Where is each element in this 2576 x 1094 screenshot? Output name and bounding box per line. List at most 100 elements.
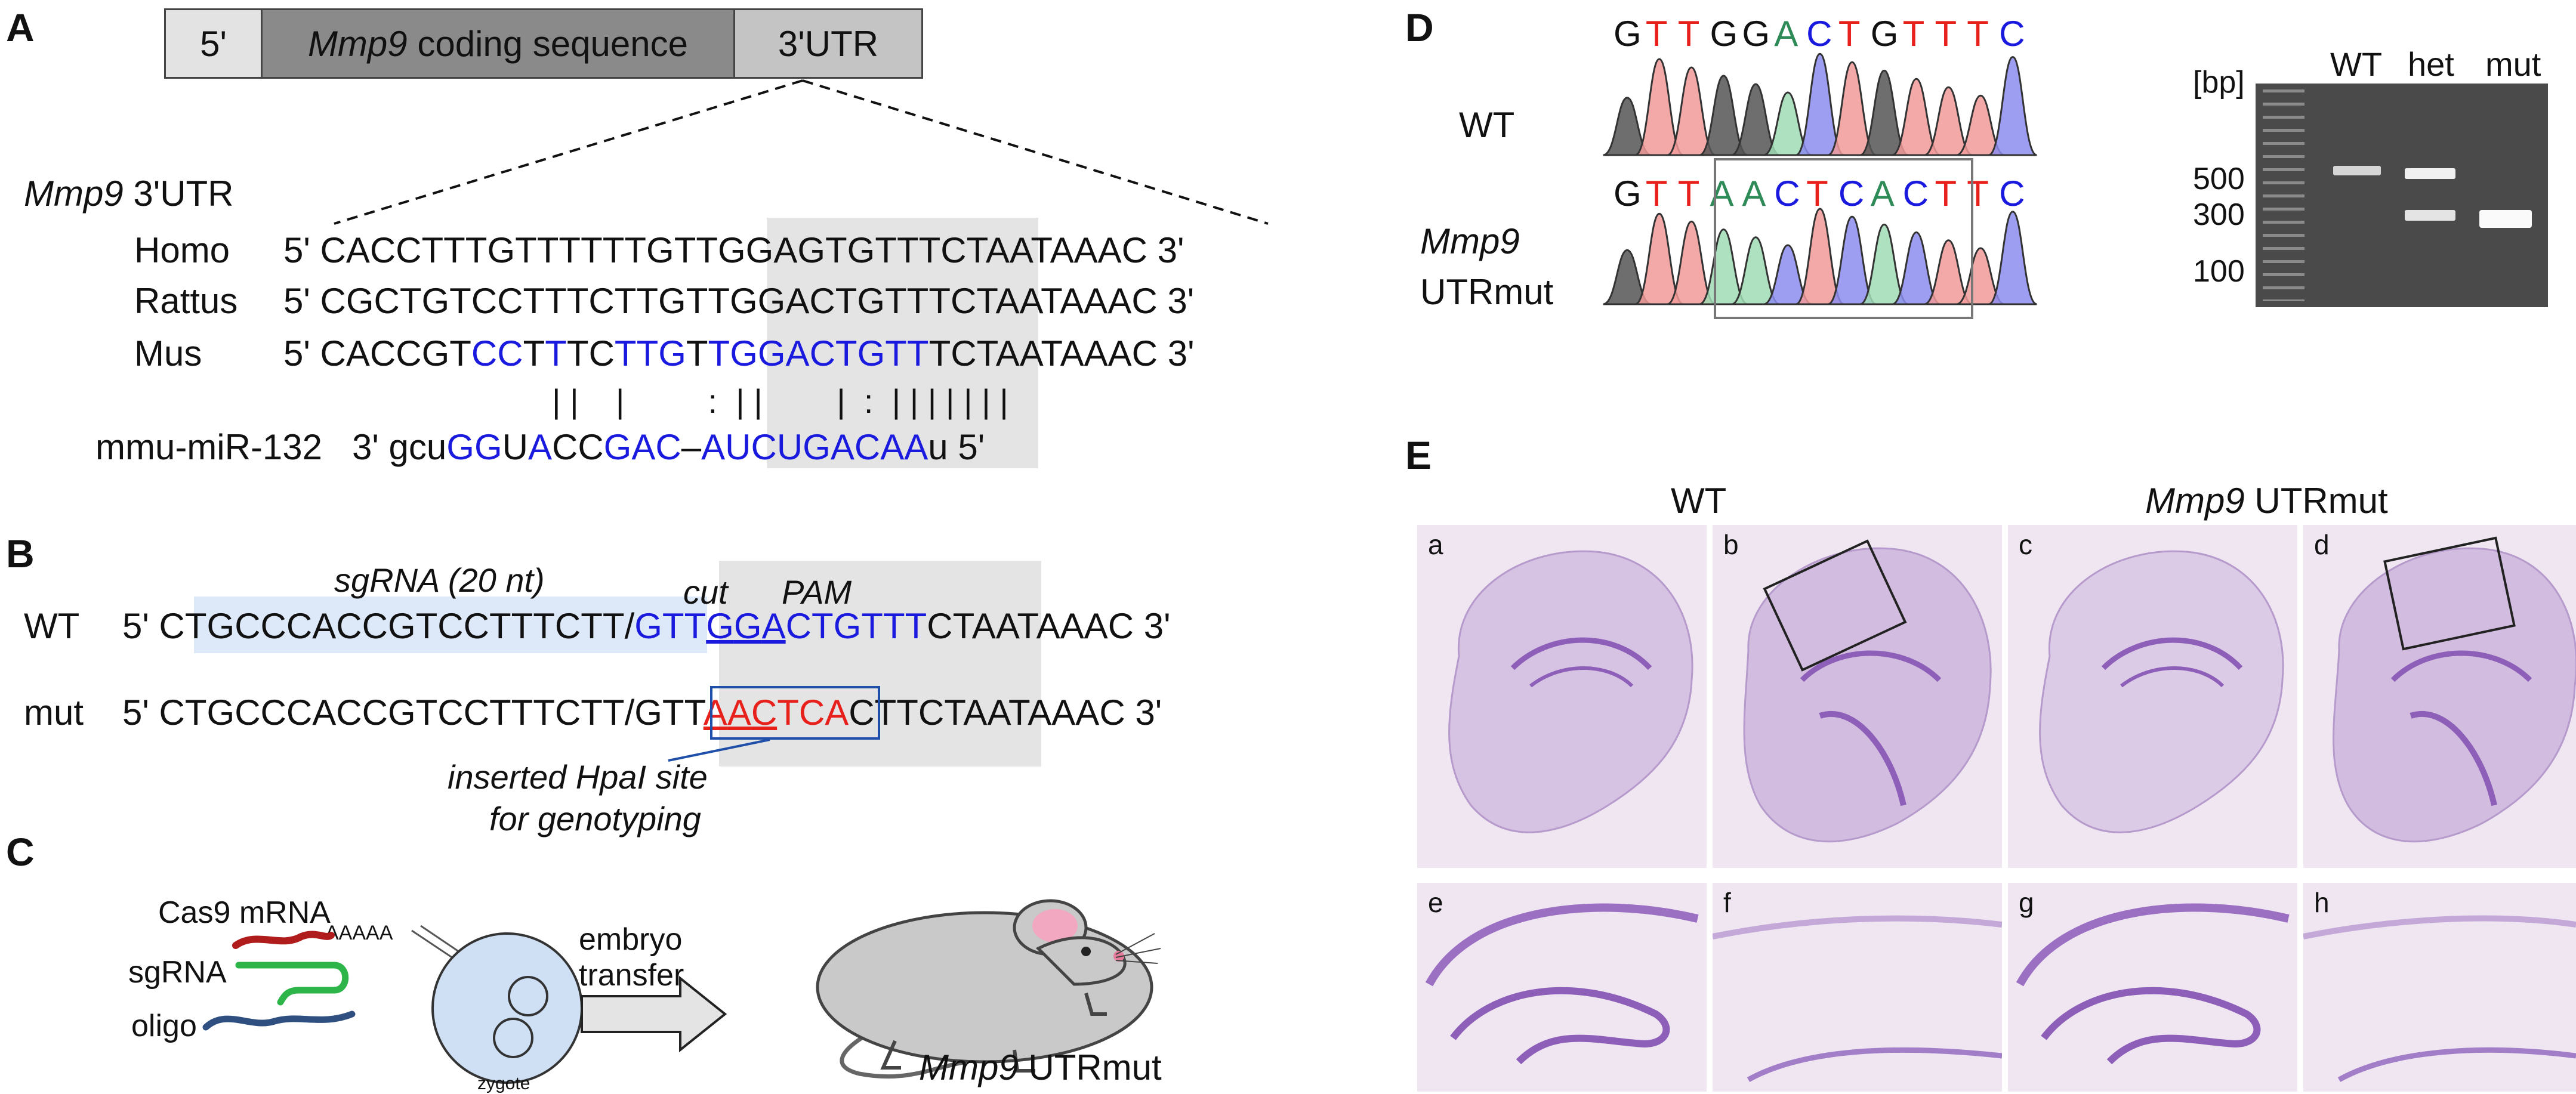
base-call: T — [1677, 174, 1700, 214]
ladder-lane — [2263, 89, 2304, 301]
gel-unit: [bp] — [2193, 65, 2245, 100]
band-mut-300 — [2479, 210, 2532, 228]
panel-c-letter: C — [6, 830, 35, 874]
base-call: A — [1774, 14, 1798, 54]
base-call: T — [1806, 174, 1828, 214]
base-call: T — [1677, 14, 1700, 54]
coding-sequence-box: Mmp9 coding sequence — [261, 8, 735, 79]
cortex-icon — [2303, 915, 2576, 1082]
pam-label: PAM — [782, 573, 852, 611]
tile-c: c — [2008, 525, 2297, 868]
base-call: G — [1614, 174, 1642, 214]
base-call: C — [1999, 174, 2025, 214]
seed-region-shade-b — [719, 561, 1041, 767]
gel-image — [2256, 84, 2548, 307]
polya-label: AAAAA — [325, 922, 393, 944]
base-call: A — [1870, 174, 1895, 214]
base-call: T — [1967, 174, 1989, 214]
tile-f: f — [1713, 883, 2002, 1092]
chromatogram-peak — [1988, 211, 2038, 305]
brain-section-icon — [1448, 550, 1693, 833]
base-call: T — [1645, 174, 1668, 214]
mut-sequence-text: 5' CTGCCCACCGTCCTTTCTT/GTTAACTCACTTCTAAT… — [122, 693, 1162, 733]
panel-a-letter: A — [6, 5, 35, 50]
panel-b-letter: B — [6, 531, 35, 576]
cortex-icon — [1713, 915, 2002, 1082]
base-call: T — [1838, 14, 1861, 54]
hpai-note-line2: for genotyping — [489, 800, 701, 838]
zygote-label: zygote — [477, 1074, 530, 1093]
oligo-label: oligo — [131, 1009, 197, 1043]
tile-d: d — [2303, 525, 2576, 868]
brain-section-icon — [1743, 539, 1992, 843]
mut-sequence: 5' CTGCCCACCGTCCTTTCTT/GTTAACTCACTTCTAAT… — [122, 692, 1162, 733]
sgrna-highlight — [194, 597, 707, 653]
base-call: C — [1999, 14, 2025, 54]
band-het-500 — [2405, 168, 2455, 179]
hippocampus-icon — [2016, 903, 2290, 1065]
hpai-site-box — [710, 686, 880, 740]
d-wt-label: WT — [1459, 105, 1515, 145]
base-call: C — [1774, 174, 1800, 214]
embryo-label: embryo — [579, 922, 683, 957]
hippocampus-icon — [1425, 903, 1699, 1065]
base-call: G — [1742, 14, 1770, 54]
utr-title: Mmp9 3'UTR — [24, 174, 234, 214]
mirna-sequence: 3' gcuGGUACCGAC–AUCUGACAAu 5' — [352, 427, 985, 468]
mut-chromatogram — [1603, 208, 2038, 305]
seed-region-shade-a — [767, 218, 1038, 468]
hpai-note-line1: inserted HpaI site — [448, 758, 708, 796]
base-call: C — [1838, 174, 1865, 214]
utr-box-label: 3'UTR — [778, 23, 879, 64]
panel-e-letter: E — [1405, 433, 1432, 477]
wt-row-label: WT — [24, 606, 80, 646]
base-call: T — [1935, 174, 1957, 214]
panel-d-letter: D — [1405, 5, 1434, 50]
band-het-300 — [2405, 210, 2455, 221]
mut-row-label: mut — [24, 693, 84, 733]
brain-section-icon — [2039, 550, 2284, 833]
transfer-label: transfer — [579, 958, 684, 993]
base-call: G — [1710, 14, 1738, 54]
base-call: G — [1614, 14, 1642, 54]
base-call: T — [1645, 14, 1668, 54]
gel-marker-300: 300 — [2193, 197, 2245, 232]
base-call: G — [1870, 14, 1899, 54]
wt-sequence: 5' CTGCCCACCGTCCTTTCTT/GTTGGACTGTTTCTAAT… — [122, 605, 1171, 647]
tile-a: a — [1417, 525, 1707, 868]
gel-marker-500: 500 — [2193, 162, 2245, 196]
five-prime-label: 5' — [200, 23, 227, 64]
mirna-sequence-text: 3' gcuGGUACCGAC–AUCUGACAAu 5' — [352, 427, 985, 467]
d-mut-label-gene: Mmp9 — [1420, 221, 1520, 261]
gel-lane-mut: mut — [2485, 45, 2541, 83]
coding-gene-label: Mmp9 — [307, 23, 408, 64]
species-rattus: Rattus — [134, 281, 238, 321]
mirna-name: mmu-miR-132 — [95, 427, 323, 467]
base-call: C — [1902, 174, 1929, 214]
e-col-mut: Mmp9 UTRmut — [2145, 481, 2388, 521]
sgrna-c-label: sgRNA — [128, 955, 227, 990]
five-prime-box: 5' — [164, 8, 263, 79]
coding-rest-label: coding sequence — [407, 23, 689, 64]
chromatogram-peak — [1988, 55, 2038, 156]
sgrna-label: sgRNA (20 nt) — [334, 561, 545, 599]
utr-box: 3'UTR — [733, 8, 923, 79]
band-wt-500 — [2333, 166, 2381, 175]
sequence-mus: 5' CACCGTCCTTTCTTGTTGGACTGTTTCTAATAAAC 3… — [283, 333, 1195, 374]
base-call: C — [1806, 14, 1832, 54]
wt-sequence-text: 5' CTGCCCACCGTCCTTTCTT/GTTGGACTGTTTCTAAT… — [122, 606, 1171, 646]
base-call: T — [1967, 14, 1989, 54]
wt-chromatogram — [1603, 52, 2038, 156]
gel-marker-100: 100 — [2193, 254, 2245, 289]
d-mut-label-rest: UTRmut — [1420, 272, 1554, 312]
brain-section-icon — [2333, 536, 2576, 843]
gel-lane-het: het — [2408, 45, 2454, 83]
sequence-mus-text: 5' CACCGTCCTTTCTTGTTGGACTGTTTCTAATAAAC 3… — [283, 333, 1195, 373]
species-homo: Homo — [134, 230, 230, 270]
